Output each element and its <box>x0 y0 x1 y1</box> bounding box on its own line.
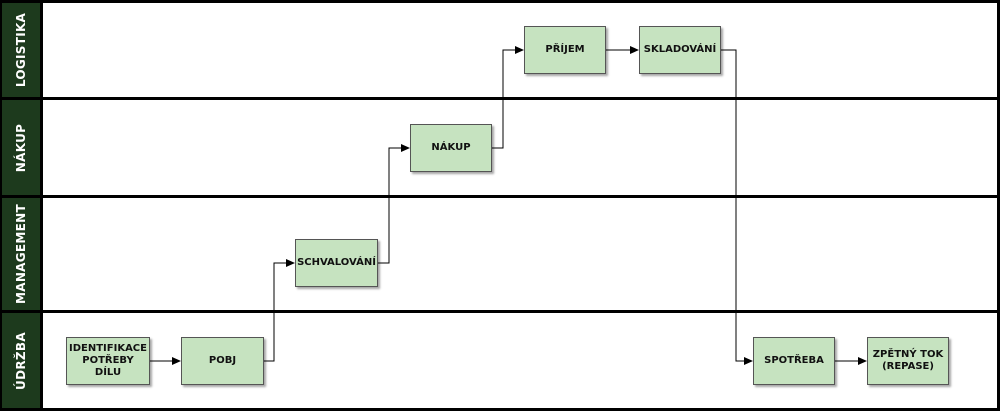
lane-label-text: ÚDRŽBA <box>14 331 29 390</box>
node-pobj: POBJ <box>181 337 264 385</box>
node-nakup: NÁKUP <box>410 124 492 172</box>
lane-label-text: LOGISTIKA <box>14 12 29 88</box>
lane-label-logistika: LOGISTIKA <box>2 3 40 97</box>
lane-nakup <box>43 100 997 195</box>
node-prijem: PŘÍJEM <box>524 26 606 74</box>
node-skladovani: SKLADOVÁNÍ <box>639 26 721 74</box>
lane-label-text: NÁKUP <box>14 123 28 172</box>
lane-label-nakup: NÁKUP <box>2 100 40 195</box>
lane-label-management: MANAGEMENT <box>2 198 40 310</box>
node-schvalovani: SCHVALOVÁNÍ <box>295 239 378 287</box>
node-spotreba: SPOTŘEBA <box>753 337 835 385</box>
lane-label-text: MANAGEMENT <box>14 204 29 304</box>
lane-management <box>43 198 997 310</box>
node-identifikace-potreby-dilu: IDENTIFIKACE POTŘEBY DÍLU <box>66 337 150 385</box>
lane-label-udrzba: ÚDRŽBA <box>2 313 40 408</box>
lane-logistika <box>43 3 997 97</box>
node-zpetny-tok-repase: ZPĚTNÝ TOK (REPASE) <box>867 337 949 385</box>
